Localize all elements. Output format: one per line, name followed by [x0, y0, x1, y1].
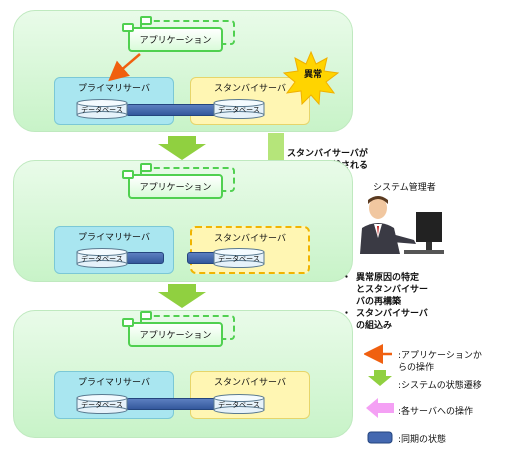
- database-primary: データベース: [76, 248, 128, 268]
- application-box: アプリケーション: [128, 27, 223, 52]
- legend-transition-icon: [368, 370, 392, 386]
- legend-app-operation-label-1: :アプリケーションか: [398, 351, 482, 361]
- database-standby: データベース: [213, 394, 265, 414]
- transition-arrow-icon: [158, 136, 206, 160]
- database-standby: データベース: [213, 99, 265, 119]
- database-standby: データベース: [213, 248, 265, 268]
- application-tab-outline: [140, 16, 152, 25]
- legend-server-operation-label: :各サーバへの操作: [398, 407, 473, 417]
- application-tab: [122, 23, 134, 32]
- step-bullet: ・: [342, 273, 352, 283]
- standby-server-label: スタンバイサーバ: [214, 234, 286, 244]
- standby-server-label: スタンバイサーバ: [214, 84, 286, 94]
- application-box: アプリケーション: [128, 322, 223, 347]
- app-operation-arrow: [108, 53, 141, 82]
- application-tab-outline: [140, 163, 152, 172]
- system-admin-icon: [360, 196, 444, 254]
- admin-label: システム管理者: [373, 183, 436, 193]
- step-item: バの再構築: [356, 297, 402, 307]
- legend-app-operation-label-2: らの操作: [398, 363, 435, 373]
- step-bullet: ・: [342, 309, 352, 319]
- database-label: データベース: [81, 255, 123, 263]
- database-primary: データベース: [76, 394, 128, 414]
- database-primary: データベース: [76, 99, 128, 119]
- switchover-line-1: スタンバイサーバが: [287, 149, 368, 159]
- step-item: スタンバイサーバ: [356, 309, 428, 319]
- sync-state-bar: [126, 398, 222, 410]
- sync-state-bar: [126, 252, 164, 264]
- database-label: データベース: [81, 106, 123, 114]
- application-tab-outline: [140, 311, 152, 320]
- step-item: とスタンバイサー: [356, 285, 429, 295]
- standby-server-label: スタンバイサーバ: [214, 378, 286, 388]
- primary-server-label: プライマリサーバ: [78, 378, 150, 388]
- application-tab: [122, 318, 134, 327]
- transition-arrow-icon: [158, 284, 206, 308]
- step-item: 異常原因の特定: [356, 273, 420, 283]
- application-box: アプリケーション: [128, 174, 223, 199]
- legend-server-operation-icon: [366, 398, 394, 418]
- primary-server-label: プライマリサーバ: [78, 233, 150, 243]
- legend-sync-label: :同期の状態: [398, 435, 447, 445]
- step-item: の組込み: [356, 321, 393, 331]
- failure-label: 異常: [303, 70, 322, 80]
- failure-burst-icon: [282, 50, 340, 106]
- primary-server-label: プライマリサーバ: [78, 84, 150, 94]
- database-label: データベース: [218, 255, 260, 263]
- database-label: データベース: [218, 401, 260, 409]
- application-tab: [122, 170, 134, 179]
- legend-sync-icon: [367, 431, 393, 444]
- legend-icons: [364, 344, 394, 444]
- database-label: データベース: [81, 401, 123, 409]
- database-label: データベース: [218, 106, 260, 114]
- legend-transition-label: :システムの状態遷移: [398, 381, 482, 391]
